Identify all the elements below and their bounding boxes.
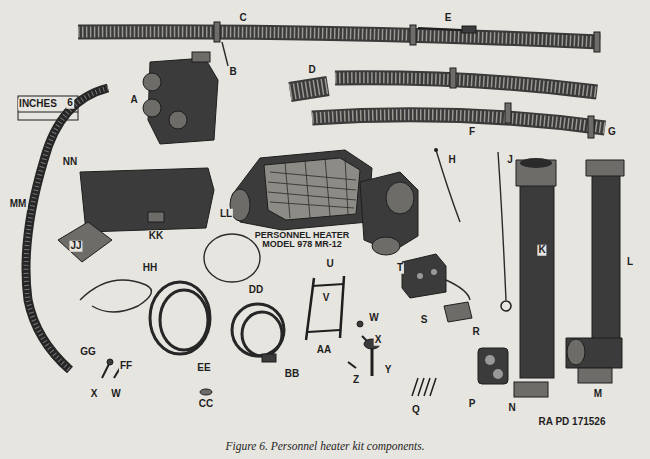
data-plate xyxy=(514,382,548,397)
callout-letter: AA xyxy=(316,345,332,356)
callout-letter: HH xyxy=(142,263,158,274)
callout-letter: X xyxy=(90,389,99,400)
hose-sleeve xyxy=(290,86,328,92)
callout-letter: FF xyxy=(119,361,133,372)
callout-letter: S xyxy=(420,315,429,326)
hardware xyxy=(102,359,120,378)
callout-letter: D xyxy=(307,65,316,76)
callout-letter: CC xyxy=(198,399,214,410)
callout-letter: F xyxy=(468,127,476,138)
hose xyxy=(312,115,605,128)
cable-coil xyxy=(232,304,284,362)
callout-letter: H xyxy=(447,155,456,166)
wire xyxy=(436,150,460,222)
callout-letter: NN xyxy=(62,157,78,168)
callout-letter: KK xyxy=(148,231,164,242)
callout-letter: V xyxy=(322,293,331,304)
callout-letter: K xyxy=(537,245,546,256)
callout-letter: N xyxy=(507,403,516,414)
scale-label: INCHES xyxy=(18,99,58,110)
callout-letter: MM xyxy=(9,199,28,210)
callout-letter: M xyxy=(593,389,603,400)
callout-letter: P xyxy=(468,399,477,410)
callout-letter: Q xyxy=(411,405,421,416)
hose xyxy=(78,32,600,42)
part-name: PERSONNEL HEATER MODEL 978 MR-12 xyxy=(242,231,362,250)
callout-letter: J xyxy=(506,155,514,166)
wire xyxy=(498,152,506,300)
heater-housing xyxy=(80,168,214,232)
callout-letter: JJ xyxy=(69,241,82,252)
hose xyxy=(335,78,597,92)
callout-letter: T xyxy=(396,263,404,274)
callout-letter: U xyxy=(325,259,334,270)
gasket xyxy=(58,222,112,262)
heater-unit xyxy=(230,150,418,255)
junction-box xyxy=(148,58,218,144)
bracket xyxy=(444,302,472,322)
drawing-number: RA PD 171526 xyxy=(538,417,607,428)
callout-letter: X xyxy=(374,335,383,346)
callout-letter: E xyxy=(444,13,453,24)
pins xyxy=(412,378,436,396)
scale-number: 6 xyxy=(66,98,74,109)
callout-letter: Z xyxy=(352,375,360,386)
data-plate xyxy=(578,368,612,383)
callout-letter: L xyxy=(626,257,634,268)
callout-letter: Y xyxy=(384,365,393,376)
wire-loop xyxy=(204,234,260,282)
callout-letter: R xyxy=(471,327,480,338)
switch-box xyxy=(402,254,470,300)
callout-letter: W xyxy=(110,389,121,400)
callout-letter: LL xyxy=(219,209,233,220)
bracket xyxy=(306,276,344,340)
callout-letter: DD xyxy=(248,285,264,296)
callout-letter: C xyxy=(238,13,247,24)
callout-letter: B xyxy=(228,67,237,78)
callout-letter: GG xyxy=(79,347,97,358)
duct xyxy=(566,160,624,368)
callout-letter: EE xyxy=(196,363,211,374)
callout-letter: G xyxy=(607,127,617,138)
callout-letter: A xyxy=(129,95,138,106)
wire xyxy=(80,280,151,312)
figure-caption: Figure 6. Personnel heater kit component… xyxy=(0,440,650,452)
callout-letter: BB xyxy=(284,369,300,380)
screw xyxy=(418,28,462,30)
cable-coil xyxy=(150,282,210,354)
fitting xyxy=(478,348,508,384)
duct xyxy=(516,158,556,378)
grommet xyxy=(200,389,212,395)
callout-letter: W xyxy=(368,313,379,324)
